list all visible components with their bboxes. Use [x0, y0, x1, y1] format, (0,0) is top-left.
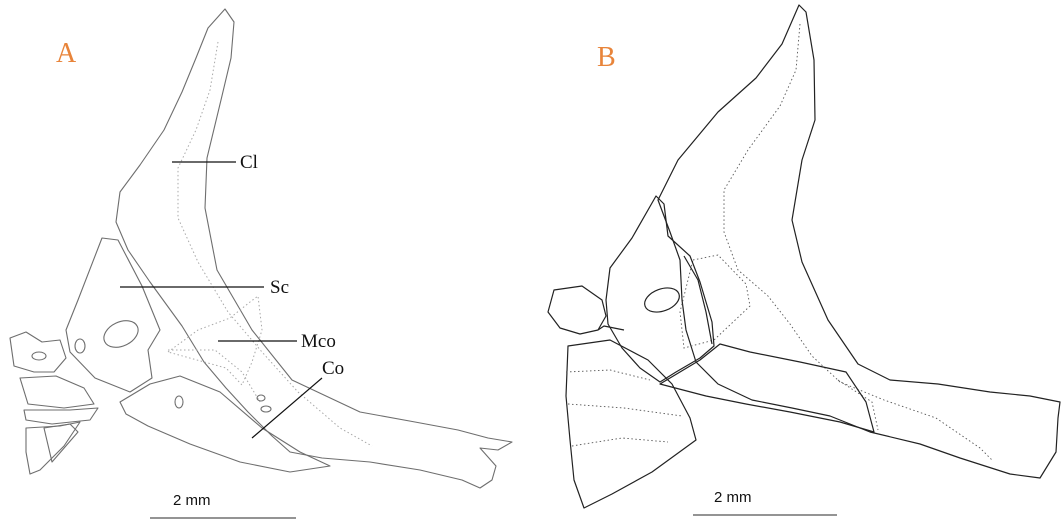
panel-a-coracoid-foramen-2 [257, 395, 265, 401]
panel-a-letter: A [56, 38, 77, 69]
panel-b-letter: B [597, 42, 616, 73]
panel-b-scapular-foramen [641, 284, 682, 317]
panel-a-foramen-small [75, 339, 85, 353]
panel-a-cleithrum-ridge [178, 42, 372, 446]
panel-b-fin-radials [566, 340, 696, 508]
panel-a-label-sc: Sc [270, 277, 289, 298]
panel-b-radial-seam-1 [566, 370, 650, 380]
panel-b-coracoid [660, 344, 874, 432]
panel-a-radial-1 [20, 376, 94, 408]
panel-a-label-cl: Cl [240, 152, 258, 173]
panel-b-scapula-suture [684, 256, 712, 344]
panel-a-coracoid-foramen-1 [175, 396, 183, 408]
panel-a-label-mco: Mco [301, 331, 336, 352]
panel-a-radial-4 [44, 424, 78, 462]
panel-a-mesocoracoid-inner [168, 350, 260, 402]
panel-a-coracoid [120, 376, 330, 472]
panel-a-scapular-foramen [100, 316, 143, 353]
panel-b-cleithrum-ridge [724, 24, 992, 460]
panel-b-cleithrum [658, 5, 1060, 478]
panel-a: A Cl Sc Mco Co 2 mm [10, 9, 512, 518]
panel-a-postcleithrum-foramen [32, 352, 46, 360]
panel-b-radial-seam-3 [572, 438, 668, 446]
panel-a-cleithrum [116, 9, 512, 488]
panel-b-postcleithrum [548, 286, 606, 334]
panel-b: B 2 mm [548, 5, 1060, 515]
panel-a-radial-3 [26, 422, 80, 474]
panel-a-leader-co [252, 378, 322, 438]
panel-a-scapula [66, 238, 160, 392]
panel-b-radial-seam-2 [568, 404, 682, 416]
panel-b-scale-label: 2 mm [714, 489, 752, 506]
panel-a-scale-label: 2 mm [173, 492, 211, 509]
panel-a-label-co: Co [322, 358, 344, 379]
panel-a-radial-2 [24, 408, 98, 424]
panel-b-mesocoracoid-outline [680, 255, 750, 348]
panel-a-coracoid-foramen-3 [261, 406, 271, 412]
